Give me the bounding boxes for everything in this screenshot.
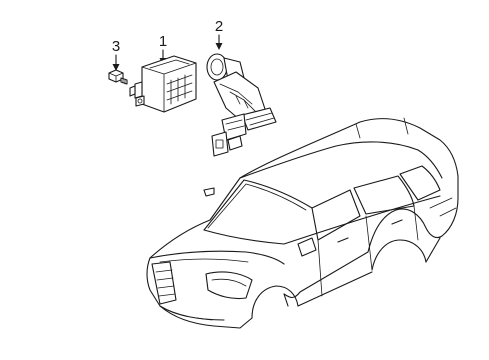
bracket-part (206, 53, 277, 157)
callout-label-1: 1 (159, 33, 167, 50)
callout-label-3: 3 (112, 38, 120, 55)
callout-label-2: 2 (215, 18, 223, 35)
callout-3: 3 (112, 38, 120, 71)
screw-part (108, 69, 128, 85)
callout-2: 2 (215, 18, 223, 50)
car-illustration (146, 117, 459, 329)
control-module-part (129, 55, 197, 113)
